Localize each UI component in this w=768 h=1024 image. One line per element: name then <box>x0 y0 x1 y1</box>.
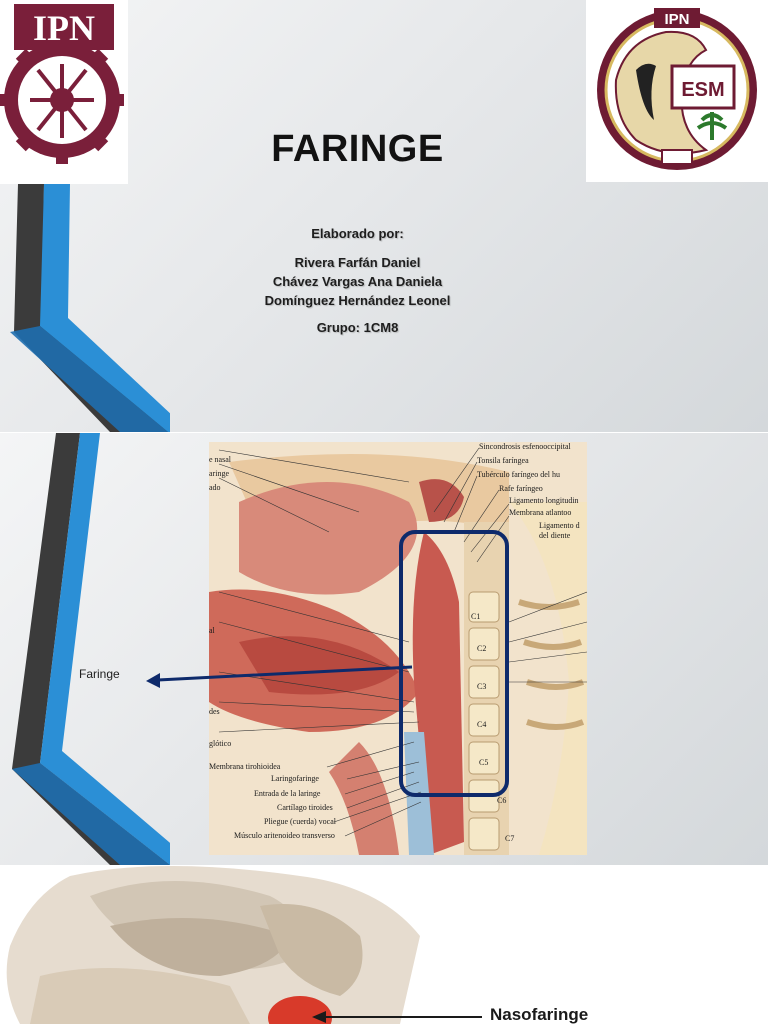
ipn-logo: IPN <box>0 0 128 184</box>
pharynx-diagram-slide: Sincondrosis esfenooccipital Tonsila far… <box>0 433 768 865</box>
anatomy-label: des <box>209 707 220 716</box>
faringe-label: Faringe <box>79 667 120 681</box>
esm-emblem-icon: IPN ESM <box>586 0 768 182</box>
anatomy-label: e nasal <box>209 455 231 464</box>
anatomy-label: Tonsila faríngea <box>477 456 529 465</box>
nasopharynx-illustration <box>6 866 482 1024</box>
svg-text:IPN: IPN <box>664 11 689 28</box>
anatomy-label: Músculo aritenoideo transverso <box>234 831 335 840</box>
anatomy-label: Entrada de la laringe <box>254 789 321 798</box>
credits-label: Elaborado por: <box>311 226 404 241</box>
author-name: Domínguez Hernández Leonel <box>264 293 451 308</box>
author-name: Rivera Farfán Daniel <box>294 255 421 270</box>
slide-title: FARINGE <box>271 128 444 170</box>
pointer-arrow <box>146 665 413 688</box>
anatomy-label: al <box>209 626 215 635</box>
chevron-decoration <box>10 184 170 432</box>
anatomy-label: Rafe faríngeo <box>499 484 543 493</box>
vertebra-label: C7 <box>505 834 515 843</box>
vertebra-label: C1 <box>471 612 481 621</box>
pharynx-highlight-box <box>399 530 509 797</box>
chevron-decoration <box>12 433 170 865</box>
anatomy-illustration <box>209 442 587 855</box>
vertebra-label: C2 <box>477 644 487 653</box>
anatomy-label: Ligamento d <box>539 521 580 530</box>
sagittal-section-image: Sincondrosis esfenooccipital Tonsila far… <box>209 442 587 855</box>
anatomy-label: Laringofaringe <box>271 774 319 783</box>
group-label: Grupo: 1CM8 <box>316 320 399 335</box>
title-slide: IPN IPN ESM FARINGE Elaborado por: River… <box>0 0 768 432</box>
ipn-emblem-icon: IPN <box>0 0 128 184</box>
author-name: Chávez Vargas Ana Daniela <box>272 274 443 289</box>
anatomy-label: Cartílago tiroides <box>277 803 333 812</box>
anatomy-label: glótico <box>209 739 232 748</box>
anatomy-label: Pliegue (cuerda) vocal <box>264 817 336 826</box>
nasofaringe-label: Nasofaringe <box>490 1005 589 1024</box>
anatomy-label: Membrana tirohioidea <box>209 762 281 771</box>
anatomy-label: aringe <box>209 469 229 478</box>
nasopharynx-slide: Nasofaringe <box>0 866 768 1024</box>
vertebra-label: C5 <box>479 758 489 767</box>
esm-logo: IPN ESM <box>586 0 768 182</box>
vertebra-label: C6 <box>497 796 507 805</box>
credits-block: Elaborado por: Rivera Farfán Daniel Cháv… <box>0 226 715 335</box>
anatomy-label: Ligamento longitudin <box>509 496 579 505</box>
anatomy-label: Sincondrosis esfenooccipital <box>479 442 571 451</box>
svg-text:ESM: ESM <box>681 79 724 101</box>
anatomy-label: Tubérculo faríngeo del hu <box>477 470 561 479</box>
anatomy-label: Membrana atlantoo <box>509 508 572 517</box>
vertebra-label: C4 <box>477 720 487 729</box>
svg-text:IPN: IPN <box>33 8 95 48</box>
vertebra-label: C3 <box>477 682 487 691</box>
anatomy-label: ado <box>209 483 221 492</box>
anatomy-label: del diente <box>539 531 571 540</box>
